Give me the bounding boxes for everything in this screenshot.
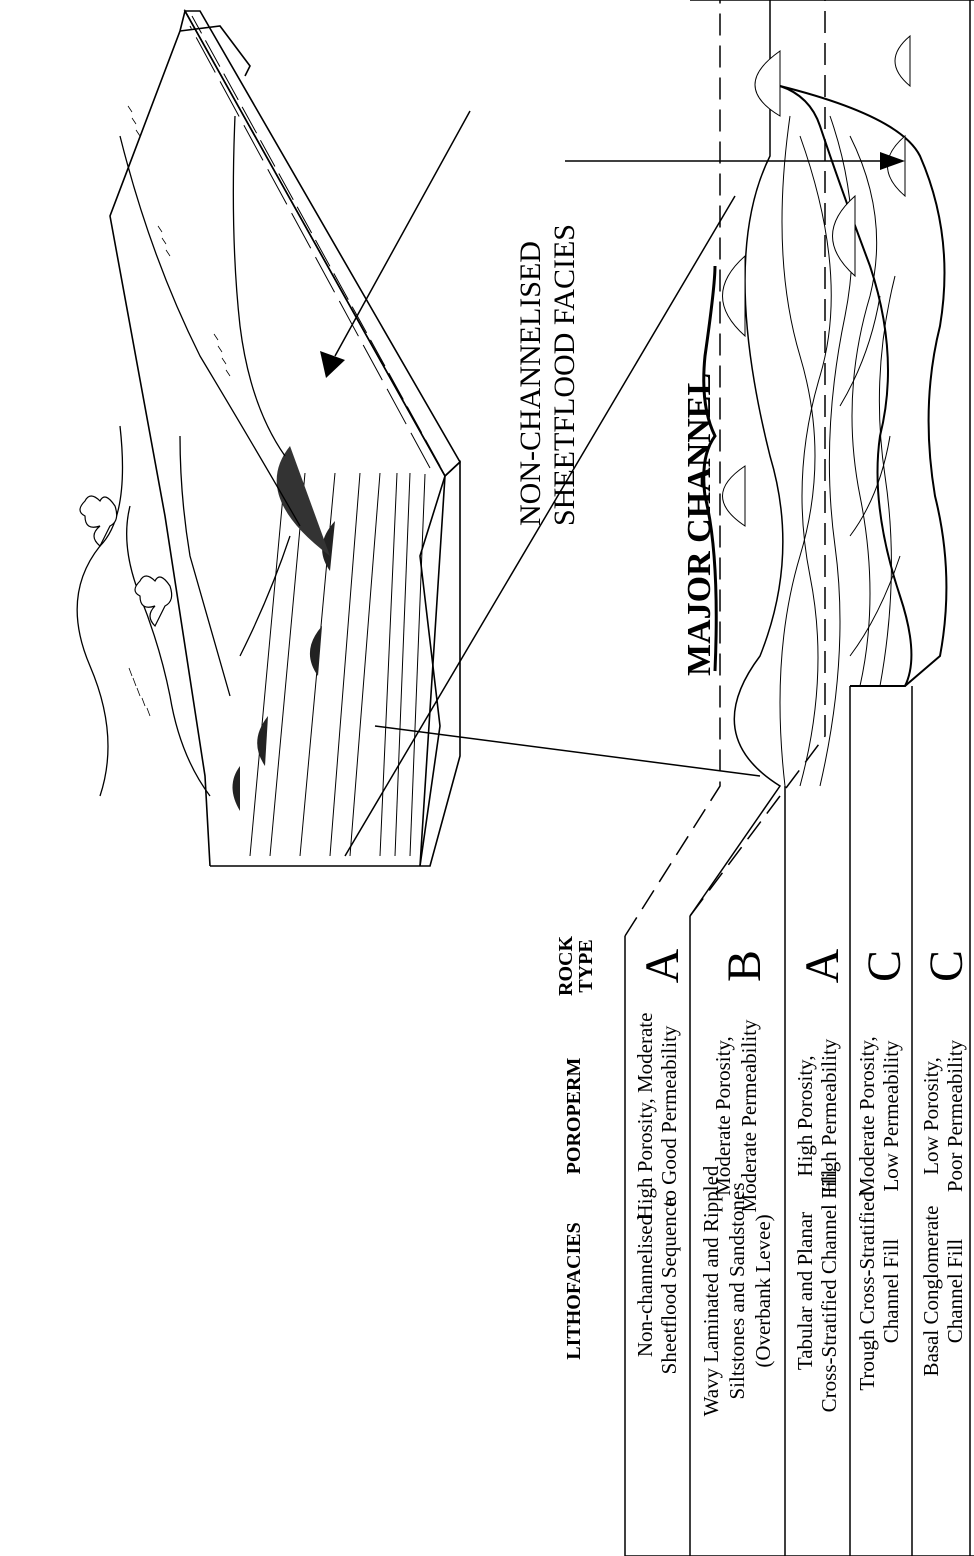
tree-symbols [80,496,172,626]
leader-line-upper [375,726,760,776]
row4-poroperm-2: Low Permeability [879,1040,903,1192]
row2-lithofacies-3: (Overbank Levee) [751,1214,775,1367]
sheetflood-arrow [320,111,470,378]
block-top-surface [110,11,445,866]
row1-rock-type: A [636,948,689,983]
facies-table: LITHOFACIES POROPERM ROCK TYPE Non-chann… [555,0,974,1556]
row2-rock-type: B [718,950,771,982]
block-diagram [77,11,460,866]
row4-lithofacies-2: Channel Fill [879,1239,903,1344]
row3-rock-type: A [796,948,849,983]
row2-lithofacies-1: Wavy Laminated and Rippled [699,1165,723,1416]
row1-lithofacies-2: Sheetflood Sequence [657,1198,681,1375]
row5-poroperm-1: Low Porosity, [919,1057,943,1175]
header-rock-type-2: TYPE [575,939,597,992]
row1-poroperm-1: High Porosity, Moderate [633,1013,657,1220]
row5-rock-type: C [920,950,973,982]
row4-poroperm-1: Moderate Porosity, [855,1036,879,1196]
row1-poroperm-2: to Good Permeability [657,1025,681,1206]
row2-lithofacies-2: Siltstones and Sandstones [725,1182,749,1399]
header-rock-type-1: ROCK [555,936,577,996]
block-front-face [210,462,460,866]
channel-lenses [233,446,336,811]
row5-poroperm-2: Poor Permeability [943,1039,967,1192]
slope-hachures [128,106,230,716]
row2-poroperm-1: Moderate Porosity, [711,1036,735,1196]
row4-rock-type: C [858,950,911,982]
header-poroperm: POROPERM [563,1058,585,1175]
header-lithofacies: LITHOFACIES [563,1222,585,1359]
row3-lithofacies-1: Tabular and Planar [793,1212,817,1370]
row5-lithofacies-1: Basal Conglomerate [919,1206,943,1377]
row3-poroperm-2: High Permeability [817,1038,841,1193]
sheetflood-label-line1: NON-CHANNELISED [514,241,547,526]
row3-poroperm-1: High Porosity, [793,1055,817,1176]
block-right-face [185,11,460,476]
sheetflood-label-line2: SHEETFLOOD FACIES [548,224,581,526]
major-channel-label: MAJOR CHANNEL [681,373,718,676]
row4-lithofacies-1: Trough Cross-Stratified [855,1191,879,1391]
row1-lithofacies-1: Non-channelised [633,1214,657,1357]
row5-lithofacies-2: Channel Fill [943,1239,967,1344]
channel-base-outer [780,86,946,686]
row3-lithofacies-2: Cross-Stratified Channel Fill [817,1170,841,1413]
row2-poroperm-2: Moderate Permeability [737,1019,761,1213]
block-top-right-corner [180,26,250,76]
